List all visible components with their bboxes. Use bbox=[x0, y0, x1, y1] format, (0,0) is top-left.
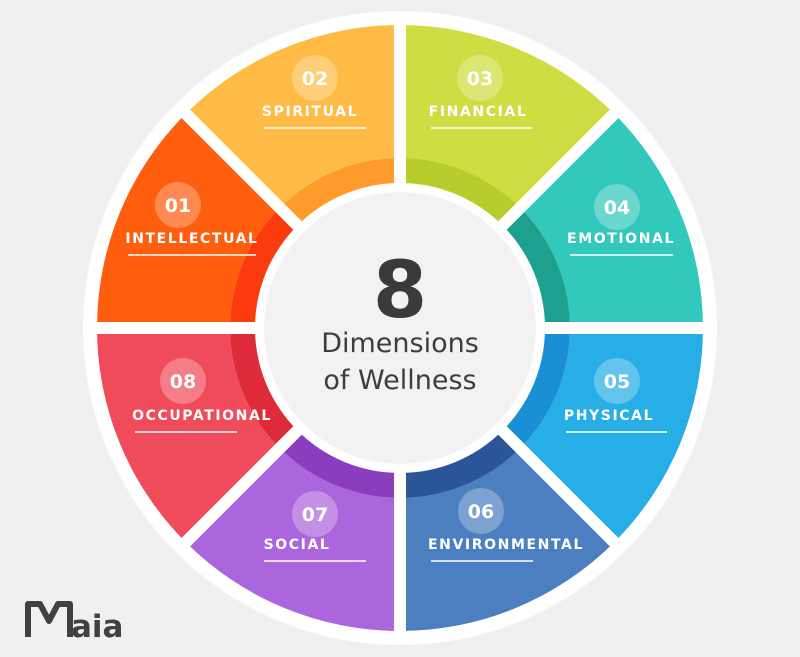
segment-number: 01 bbox=[165, 195, 191, 217]
segment-number: 06 bbox=[468, 501, 494, 523]
separators-group bbox=[88, 16, 712, 640]
number-badge bbox=[160, 358, 206, 404]
separator-line bbox=[480, 408, 625, 553]
segment-label: ENVIRONMENTAL bbox=[428, 537, 584, 553]
segment-number: 03 bbox=[467, 68, 493, 90]
center-title-line1: Dimensions bbox=[321, 328, 479, 359]
separator-line bbox=[175, 103, 320, 248]
separator-line bbox=[175, 408, 320, 553]
number-badge bbox=[155, 182, 201, 228]
center-title-line2: of Wellness bbox=[323, 365, 476, 396]
segment-label: SPIRITUAL bbox=[262, 104, 358, 120]
number-badge bbox=[457, 55, 503, 101]
number-badge bbox=[458, 488, 504, 534]
segment-label: EMOTIONAL bbox=[567, 231, 675, 247]
separator-line bbox=[480, 103, 625, 248]
segment-number: 08 bbox=[170, 371, 196, 393]
segment-number: 07 bbox=[302, 504, 328, 526]
maia-logo-text: aia bbox=[71, 609, 123, 645]
segment-label: OCCUPATIONAL bbox=[132, 408, 272, 424]
segment-label: INTELLECTUAL bbox=[125, 231, 258, 247]
segment-number: 02 bbox=[302, 68, 328, 90]
number-badge bbox=[594, 184, 640, 230]
maia-logo: aia bbox=[25, 601, 123, 645]
number-badge bbox=[292, 491, 338, 537]
segment-label: FINANCIAL bbox=[429, 104, 528, 120]
segment-number: 05 bbox=[604, 371, 630, 393]
segment-number: 04 bbox=[604, 197, 630, 219]
center-number: 8 bbox=[373, 246, 427, 336]
segment-label: PHYSICAL bbox=[564, 408, 654, 424]
segment-label: SOCIAL bbox=[264, 537, 331, 553]
number-badge bbox=[292, 55, 338, 101]
center-disc bbox=[264, 192, 536, 464]
maia-logo-mark bbox=[25, 601, 73, 637]
number-badge bbox=[594, 358, 640, 404]
